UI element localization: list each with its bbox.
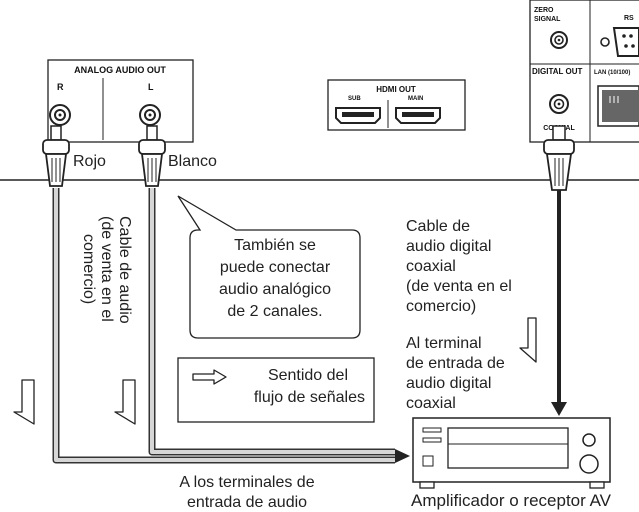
digital-cable-line1: Cable de	[406, 218, 470, 235]
digital-cable-line3: coaxial	[406, 258, 456, 275]
lan-port-icon	[597, 85, 639, 127]
callout-box: También se puede conectar audio analógic…	[177, 195, 361, 339]
digital-cable-line4: (de venta en el	[406, 278, 512, 295]
bottom-label-line1: A los terminales de	[179, 474, 314, 491]
terminal-note-line1: Al terminal	[406, 335, 482, 352]
hdmi-out-panel: HDMI OUT SUB MAIN	[327, 79, 466, 131]
red-plug-label: Rojo	[73, 153, 106, 170]
analog-cable-line3: comercio)	[80, 234, 97, 304]
callout-line3: audio analógico	[219, 281, 331, 298]
hdmi-main-port-icon	[395, 107, 441, 124]
coaxial-plug-icon	[543, 125, 575, 191]
hdmi-sub-port-icon	[335, 107, 381, 124]
red-rca-plug-icon	[42, 125, 70, 187]
digital-cable-label: Cable de audio digital coaxial (de venta…	[406, 218, 512, 315]
analog-cable-line2: (de venta en el	[98, 216, 115, 322]
legend-line2: flujo de señales	[254, 389, 365, 406]
coaxial-arrowhead-icon	[551, 402, 567, 416]
callout-line1: También se	[234, 237, 316, 254]
zero-label-2: SIGNAL	[534, 16, 561, 23]
rs-label: RS	[624, 15, 634, 22]
callout-line4: de 2 canales.	[227, 303, 322, 320]
analog-panel-title: ANALOG AUDIO OUT	[74, 65, 166, 75]
signal-flow-arrow-icon	[13, 317, 537, 425]
digital-out-label: DIGITAL OUT	[532, 67, 582, 76]
analog-cable-label: Cable de audio (de venta en el comercio)	[80, 216, 133, 324]
legend-arrow-icon	[192, 369, 227, 385]
analog-l-jack-icon	[139, 104, 161, 126]
rear-panel: ZERO SIGNAL RS DIGITAL OUT LAN (10/100) …	[529, 0, 639, 143]
terminal-note-line2: de entrada de	[406, 355, 505, 372]
hdmi-panel-title: HDMI OUT	[376, 85, 416, 94]
coaxial-jack-icon	[549, 94, 569, 114]
terminal-note-line3: audio digital	[406, 375, 491, 392]
analog-right-label: R	[57, 82, 64, 92]
analog-cable-line1: Cable de audio	[116, 216, 133, 324]
av-receiver-icon	[412, 417, 611, 489]
terminal-note-line4: coaxial	[406, 395, 456, 412]
zero-signal-jack-icon	[550, 31, 568, 49]
white-rca-plug-icon	[138, 125, 166, 187]
hdmi-sub-label: SUB	[348, 96, 361, 102]
lan-label: LAN (10/100)	[594, 70, 630, 76]
zero-label-1: ZERO	[534, 7, 554, 14]
analog-audio-out-panel: ANALOG AUDIO OUT R L	[47, 59, 194, 143]
analog-r-jack-icon	[49, 104, 71, 126]
legend-line1: Sentido del	[268, 367, 348, 384]
analog-left-label: L	[148, 82, 154, 92]
terminal-note: Al terminal de entrada de audio digital …	[406, 335, 505, 412]
white-plug-label: Blanco	[168, 153, 217, 170]
callout-line2: puede conectar	[220, 259, 331, 276]
digital-cable-line5: comercio)	[406, 298, 476, 315]
analog-cable-paths	[52, 188, 410, 464]
rs232-port-icon	[600, 27, 639, 57]
bottom-label-line2: entrada de audio	[187, 494, 307, 511]
digital-cable-line2: audio digital	[406, 238, 491, 255]
legend-box: Sentido del flujo de señales	[177, 357, 375, 423]
hdmi-main-label: MAIN	[408, 96, 423, 102]
amplifier-label: Amplificador o receptor AV	[411, 491, 612, 510]
